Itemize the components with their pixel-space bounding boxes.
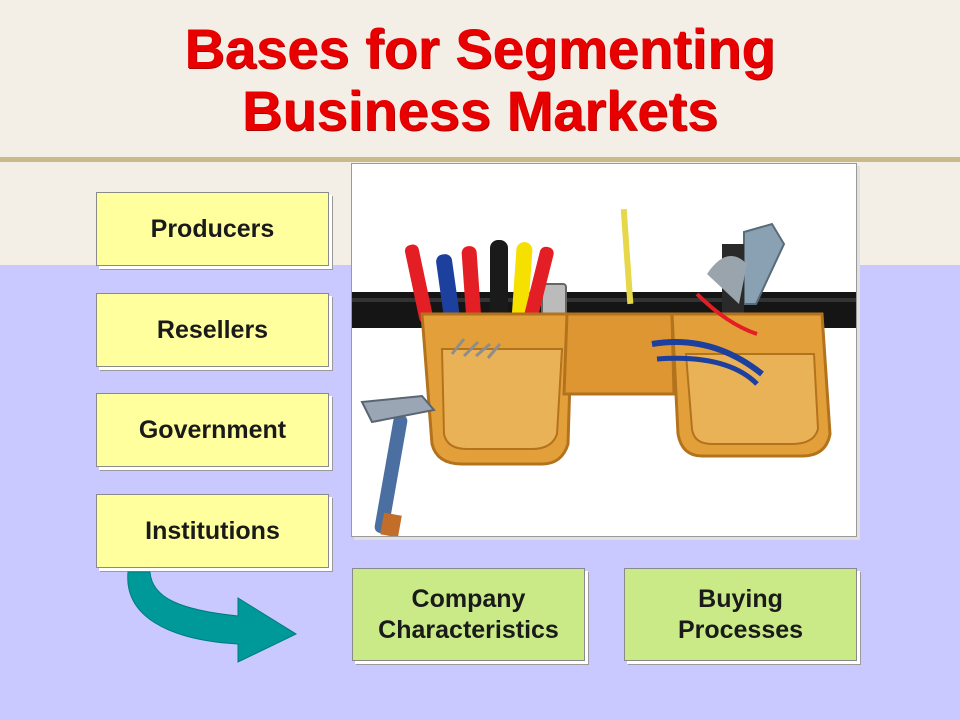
basis-label-line-2: Processes	[677, 615, 804, 644]
basis-label-line-1: Company	[411, 584, 526, 613]
segment-box-institutions: Institutions	[96, 494, 329, 568]
title-line-1: Bases for Segmenting	[184, 17, 776, 80]
title-line-2: Business Markets	[241, 79, 719, 142]
segment-label: Resellers	[156, 315, 269, 344]
curved-arrow-icon	[127, 571, 298, 663]
segment-box-government: Government	[96, 393, 329, 467]
basis-label-line-2: Characteristics	[378, 615, 559, 644]
basis-label-line-1: Buying	[698, 584, 783, 613]
segment-box-producers: Producers	[96, 192, 329, 266]
tool-belt-illustration	[352, 208, 856, 536]
slide-title: Bases for Segmenting Business Markets	[0, 18, 960, 142]
basis-box-buying-processes: Buying Processes	[624, 568, 857, 661]
title-divider	[0, 157, 960, 162]
segment-label: Government	[138, 415, 287, 444]
segment-label: Institutions	[145, 516, 280, 545]
tool-belt-photo	[351, 163, 857, 537]
basis-box-company-characteristics: Company Characteristics	[352, 568, 585, 661]
segment-box-resellers: Resellers	[96, 293, 329, 367]
segment-label: Producers	[150, 214, 275, 243]
